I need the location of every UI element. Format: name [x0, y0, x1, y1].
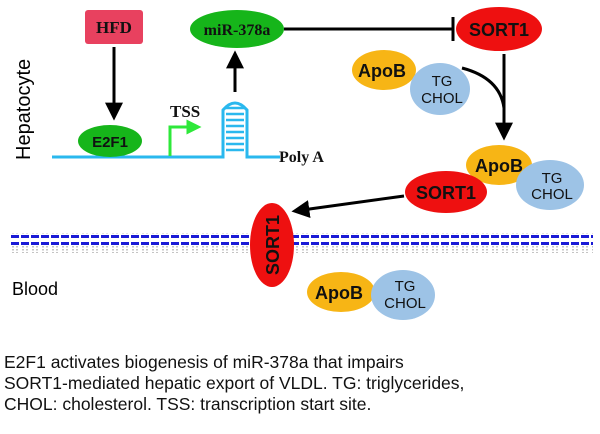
sort1-membrane-node: SORT1 — [250, 203, 294, 287]
hfd-label: HFD — [96, 18, 132, 37]
chol-mid-label: CHOL — [531, 186, 573, 203]
apob-bottom-label: ApoB — [315, 283, 363, 303]
apob-mid-label: ApoB — [475, 156, 523, 176]
chol-bottom-label: CHOL — [384, 295, 426, 312]
tg-top-label: TG — [432, 73, 453, 90]
caption-line: CHOL: cholesterol. TSS: transcription st… — [4, 394, 372, 414]
mir-378a-label: miR-378a — [204, 22, 271, 39]
sort1-top-label: SORT1 — [469, 20, 529, 40]
chol-top-label: CHOL — [421, 90, 463, 107]
caption-line: SORT1-mediated hepatic export of VLDL. T… — [4, 373, 465, 393]
tg-mid-label: TG — [542, 170, 563, 187]
sort1-hepatocyte-node: SORT1 — [456, 7, 542, 51]
figure-caption: E2F1 activates biogenesis of miR-378a th… — [4, 352, 594, 415]
vldl-complex-hepatocyte: ApoB TG CHOL — [352, 50, 470, 115]
mirna-hairpin — [226, 106, 244, 152]
tg-bottom-label: TG — [395, 278, 416, 295]
vldl-complex-blood: ApoB TG CHOL — [307, 270, 435, 320]
sort1-membrane-label: SORT1 — [263, 215, 283, 275]
hepatocyte-label: Hepatocyte — [13, 59, 35, 160]
sort1-vldl-complex: ApoB TG CHOL SORT1 — [405, 145, 584, 213]
caption-line: E2F1 activates biogenesis of miR-378a th… — [4, 352, 404, 372]
blood-label: Blood — [12, 279, 58, 299]
poly-a-label: Poly A — [279, 149, 324, 166]
cell-membrane — [10, 233, 593, 253]
hfd-node: HFD — [85, 10, 143, 44]
mir-378a-node: miR-378a — [190, 10, 284, 48]
dna-line — [52, 101, 280, 159]
apob-top-label: ApoB — [358, 61, 406, 81]
sort1-to-membrane-arrow — [291, 194, 405, 218]
sort1-mid-label: SORT1 — [416, 183, 476, 203]
tss-label: TSS — [170, 102, 200, 121]
e2f1-node: E2F1 — [78, 125, 142, 157]
tss-arrow — [168, 119, 202, 156]
e2f1-label: E2F1 — [92, 134, 128, 151]
